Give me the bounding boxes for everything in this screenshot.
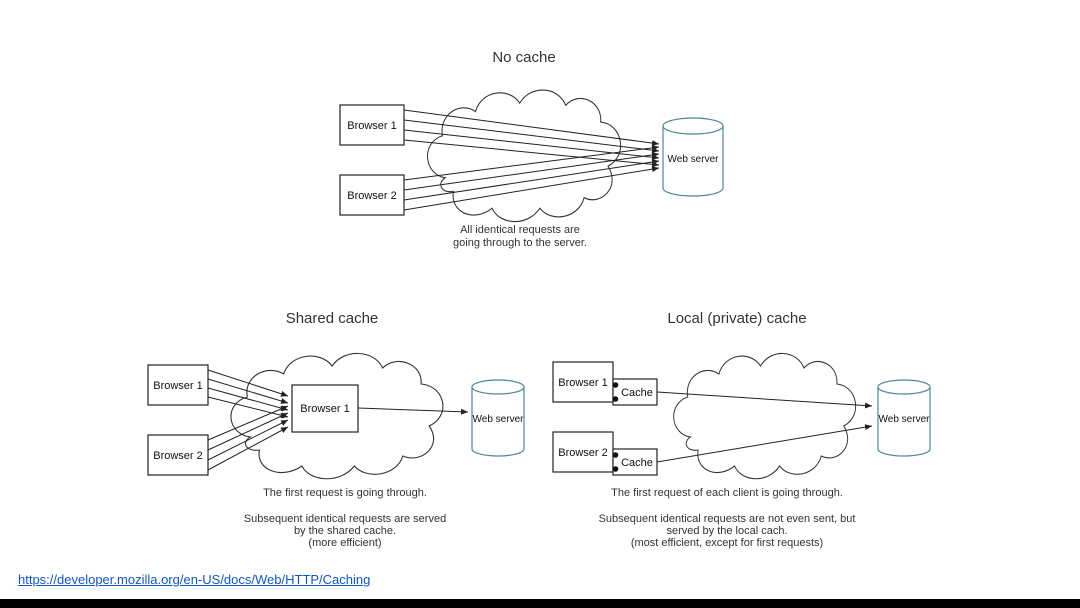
cache1-connector-dot-top: [612, 382, 619, 388]
diagram-shared-cache: Shared cache Browser 1 Browser 2 Browser…: [147, 310, 525, 549]
cache1-label: Cache: [621, 387, 653, 399]
no-cache-caption-line1: All identical requests are: [460, 224, 580, 236]
browser2-label: Browser 2: [347, 190, 397, 202]
cache1-connector-dot-bottom: [612, 396, 619, 402]
no-cache-caption-line2: going through to the server.: [453, 237, 587, 249]
browser2-label: Browser 2: [153, 450, 203, 462]
local-cache-title: Local (private) cache: [667, 310, 806, 327]
mdn-caching-link[interactable]: https://developer.mozilla.org/en-US/docs…: [18, 572, 371, 587]
request-arrows: [403, 109, 660, 211]
browser2-label: Browser 2: [558, 447, 608, 459]
bottom-bar: [0, 599, 1080, 608]
request-arrows: [656, 391, 873, 463]
request-arrows: [207, 369, 469, 471]
local-cache-caption2-line3: (most efficient, except for first reques…: [631, 537, 823, 549]
no-cache-title: No cache: [492, 49, 555, 66]
web-server-cylinder: [471, 379, 525, 457]
cache2-connector-dot-bottom: [612, 466, 619, 472]
shared-cache-caption1: The first request is going through.: [263, 487, 427, 499]
diagram-no-cache: No cache Browser 1 Browser 2 Web server …: [339, 49, 724, 249]
browser1-label: Browser 1: [153, 380, 203, 392]
cache2-box: [612, 448, 658, 476]
shared-cache-caption2-line3: (more efficient): [308, 537, 381, 549]
browser1-box: [147, 364, 209, 406]
diagram-local-cache: Local (private) cache Browser 1 Cache Br…: [552, 310, 931, 549]
browser1-box: [339, 104, 405, 146]
internet-cloud: [673, 352, 857, 480]
shared-cache-caption2-line2: by the shared cache.: [294, 525, 396, 537]
local-cache-caption2-line1: Subsequent identical requests are not ev…: [599, 513, 856, 525]
shared-cache-title: Shared cache: [286, 310, 379, 327]
local-cache-caption2-line2: served by the local cach.: [666, 525, 787, 537]
web-server-cylinder: [662, 117, 724, 197]
browser2-box: [552, 431, 614, 473]
shared-cache-box-label: Browser 1: [300, 403, 350, 415]
cache2-connector-dot-top: [612, 452, 619, 458]
local-cache-caption1: The first request of each client is goin…: [611, 487, 843, 499]
browser1-label: Browser 1: [558, 377, 608, 389]
browser1-box: [552, 361, 614, 403]
web-server-label: Web server: [668, 154, 720, 165]
browser2-box: [147, 434, 209, 476]
cache1-box: [612, 378, 658, 406]
web-server-label: Web server: [879, 414, 931, 425]
cache2-label: Cache: [621, 457, 653, 469]
web-server-cylinder: [877, 379, 931, 457]
web-server-label: Web server: [473, 414, 525, 425]
browser2-box: [339, 174, 405, 216]
browser1-label: Browser 1: [347, 120, 397, 132]
shared-cache-box: [291, 384, 359, 433]
shared-cache-caption2-line1: Subsequent identical requests are served: [244, 513, 446, 525]
